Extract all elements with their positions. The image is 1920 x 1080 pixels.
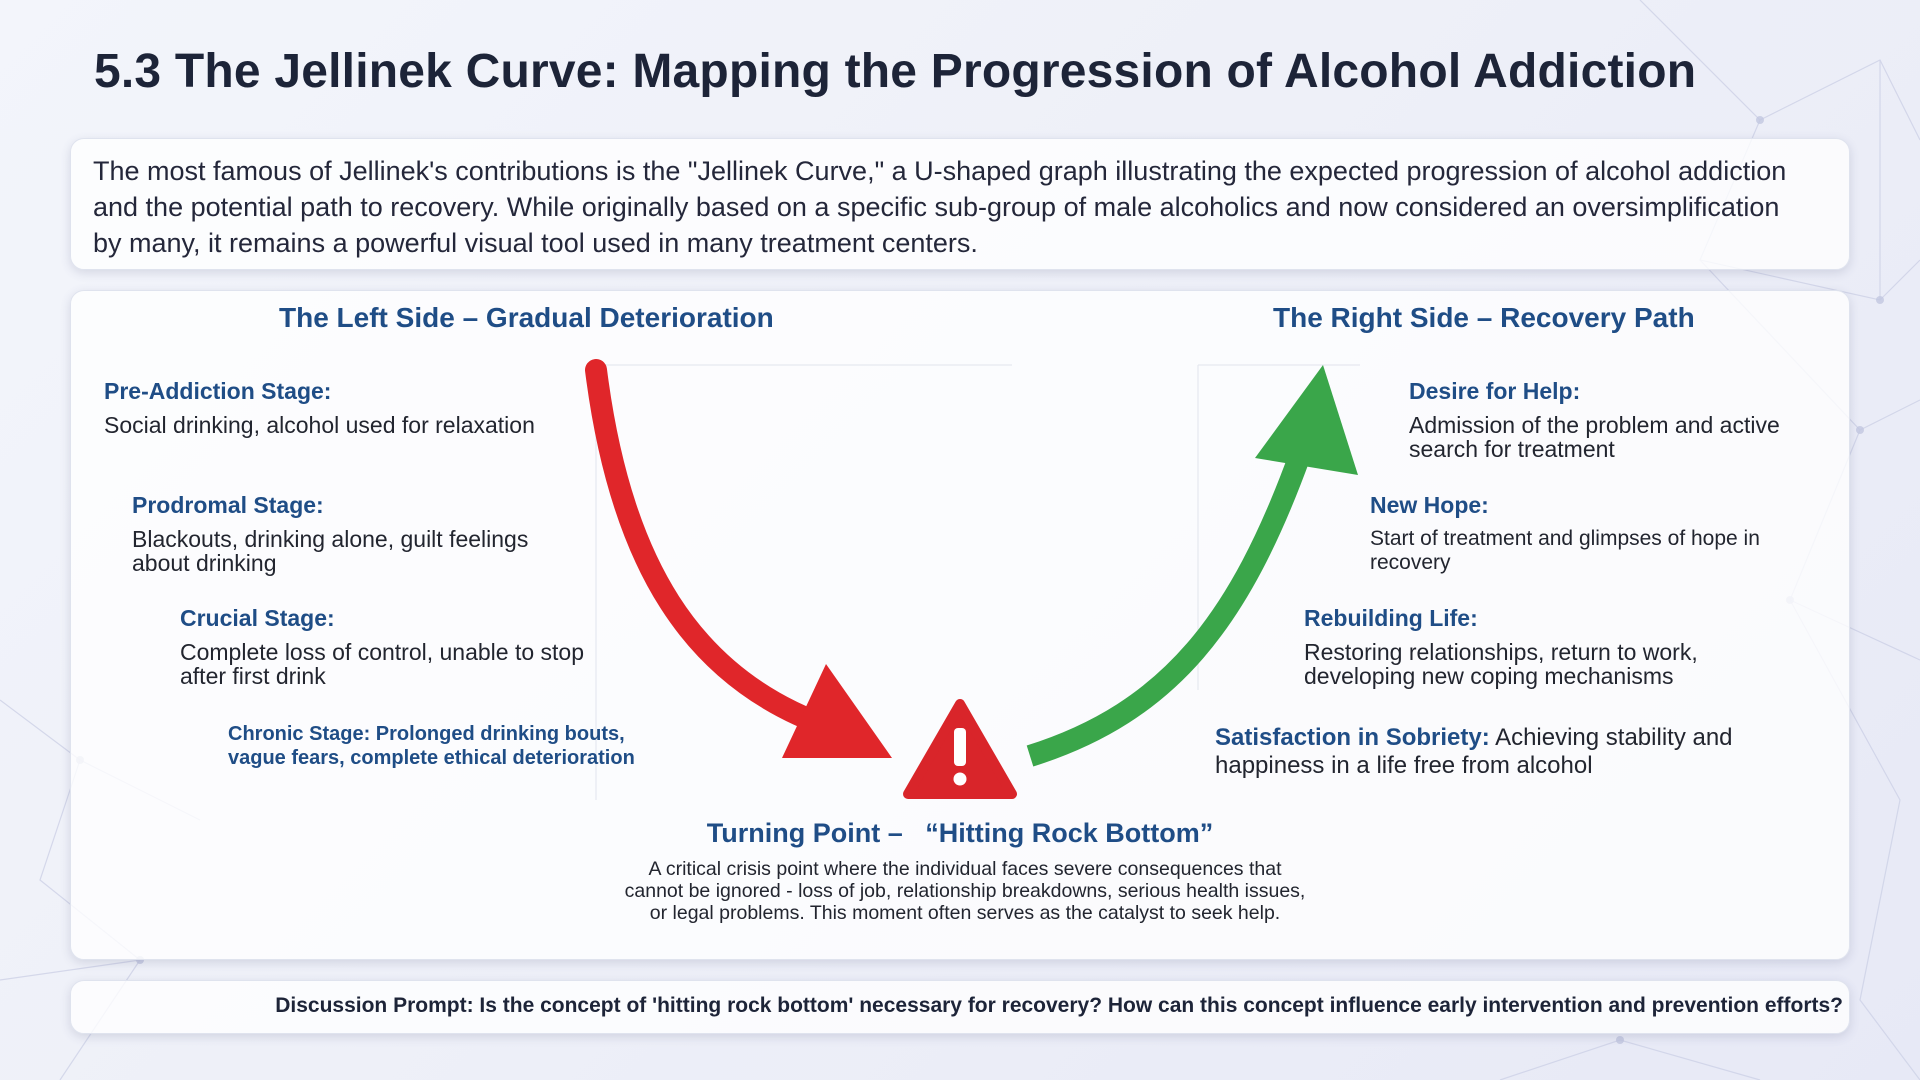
right-side-heading: The Right Side – Recovery Path [1273, 302, 1695, 333]
warning-triangle-icon [903, 699, 1017, 799]
stage-crucial: Crucial Stage: Complete loss of control,… [180, 605, 630, 688]
red-down-curve-arrow [585, 359, 892, 758]
satisfaction-description: Achieving stability and happiness in a l… [1215, 724, 1733, 779]
jellinek-curve-card [70, 290, 1850, 960]
stage-description: Admission of the problem and active sear… [1409, 412, 1780, 462]
stage-new-hope: New Hope: Start of treatment and glimpse… [1370, 492, 1820, 575]
chronic-stage-text: Chronic Stage: Prolonged drinking bouts,… [228, 723, 635, 769]
intro-text: The most famous of Jellinek's contributi… [93, 156, 1787, 258]
page-title: 5.3 The Jellinek Curve: Mapping the Prog… [94, 45, 1697, 98]
stage-description: Blackouts, drinking alone, guilt feeling… [132, 526, 529, 576]
stage-description: Complete loss of control, unable to stop… [180, 639, 585, 689]
stage-prodromal: Prodromal Stage: Blackouts, drinking alo… [132, 492, 572, 575]
intro-card: The most famous of Jellinek's contributi… [70, 138, 1850, 270]
stage-description: Social drinking, alcohol used for relaxa… [104, 412, 535, 438]
stage-chronic: Chronic Stage: Prolonged drinking bouts,… [228, 722, 668, 770]
stage-description: Start of treatment and glimpses of hope … [1370, 527, 1760, 574]
stage-satisfaction: Satisfaction in Sobriety: Achieving stab… [1215, 724, 1735, 780]
stage-title: New Hope: [1370, 492, 1489, 518]
stage-description: Restoring relationships, return to work,… [1304, 639, 1698, 689]
green-up-curve-arrow [1026, 365, 1358, 767]
turning-point-title: Turning Point – “Hitting Rock Bottom” [706, 818, 1214, 848]
discussion-prompt-text: Discussion Prompt: Is the concept of 'hi… [275, 994, 1843, 1017]
stage-rebuilding-life: Rebuilding Life: Restoring relationships… [1304, 605, 1804, 688]
turning-point-description: A critical crisis point where the indivi… [624, 858, 1306, 924]
stage-desire-for-help: Desire for Help: Admission of the proble… [1409, 378, 1829, 461]
discussion-prompt-bar: Discussion Prompt: Is the concept of 'hi… [70, 980, 1850, 1034]
stage-pre-addiction: Pre-Addiction Stage: Social drinking, al… [104, 378, 584, 437]
stage-title: Prodromal Stage: [132, 492, 324, 518]
stage-title: Crucial Stage: [180, 605, 335, 631]
stage-title: Desire for Help: [1409, 378, 1581, 404]
stage-title: Rebuilding Life: [1304, 605, 1478, 631]
stage-title: Pre-Addiction Stage: [104, 378, 332, 404]
satisfaction-text: Satisfaction in Sobriety: Achieving stab… [1215, 724, 1735, 780]
satisfaction-title: Satisfaction in Sobriety: [1215, 724, 1490, 751]
left-side-heading: The Left Side – Gradual Deterioration [279, 302, 774, 333]
